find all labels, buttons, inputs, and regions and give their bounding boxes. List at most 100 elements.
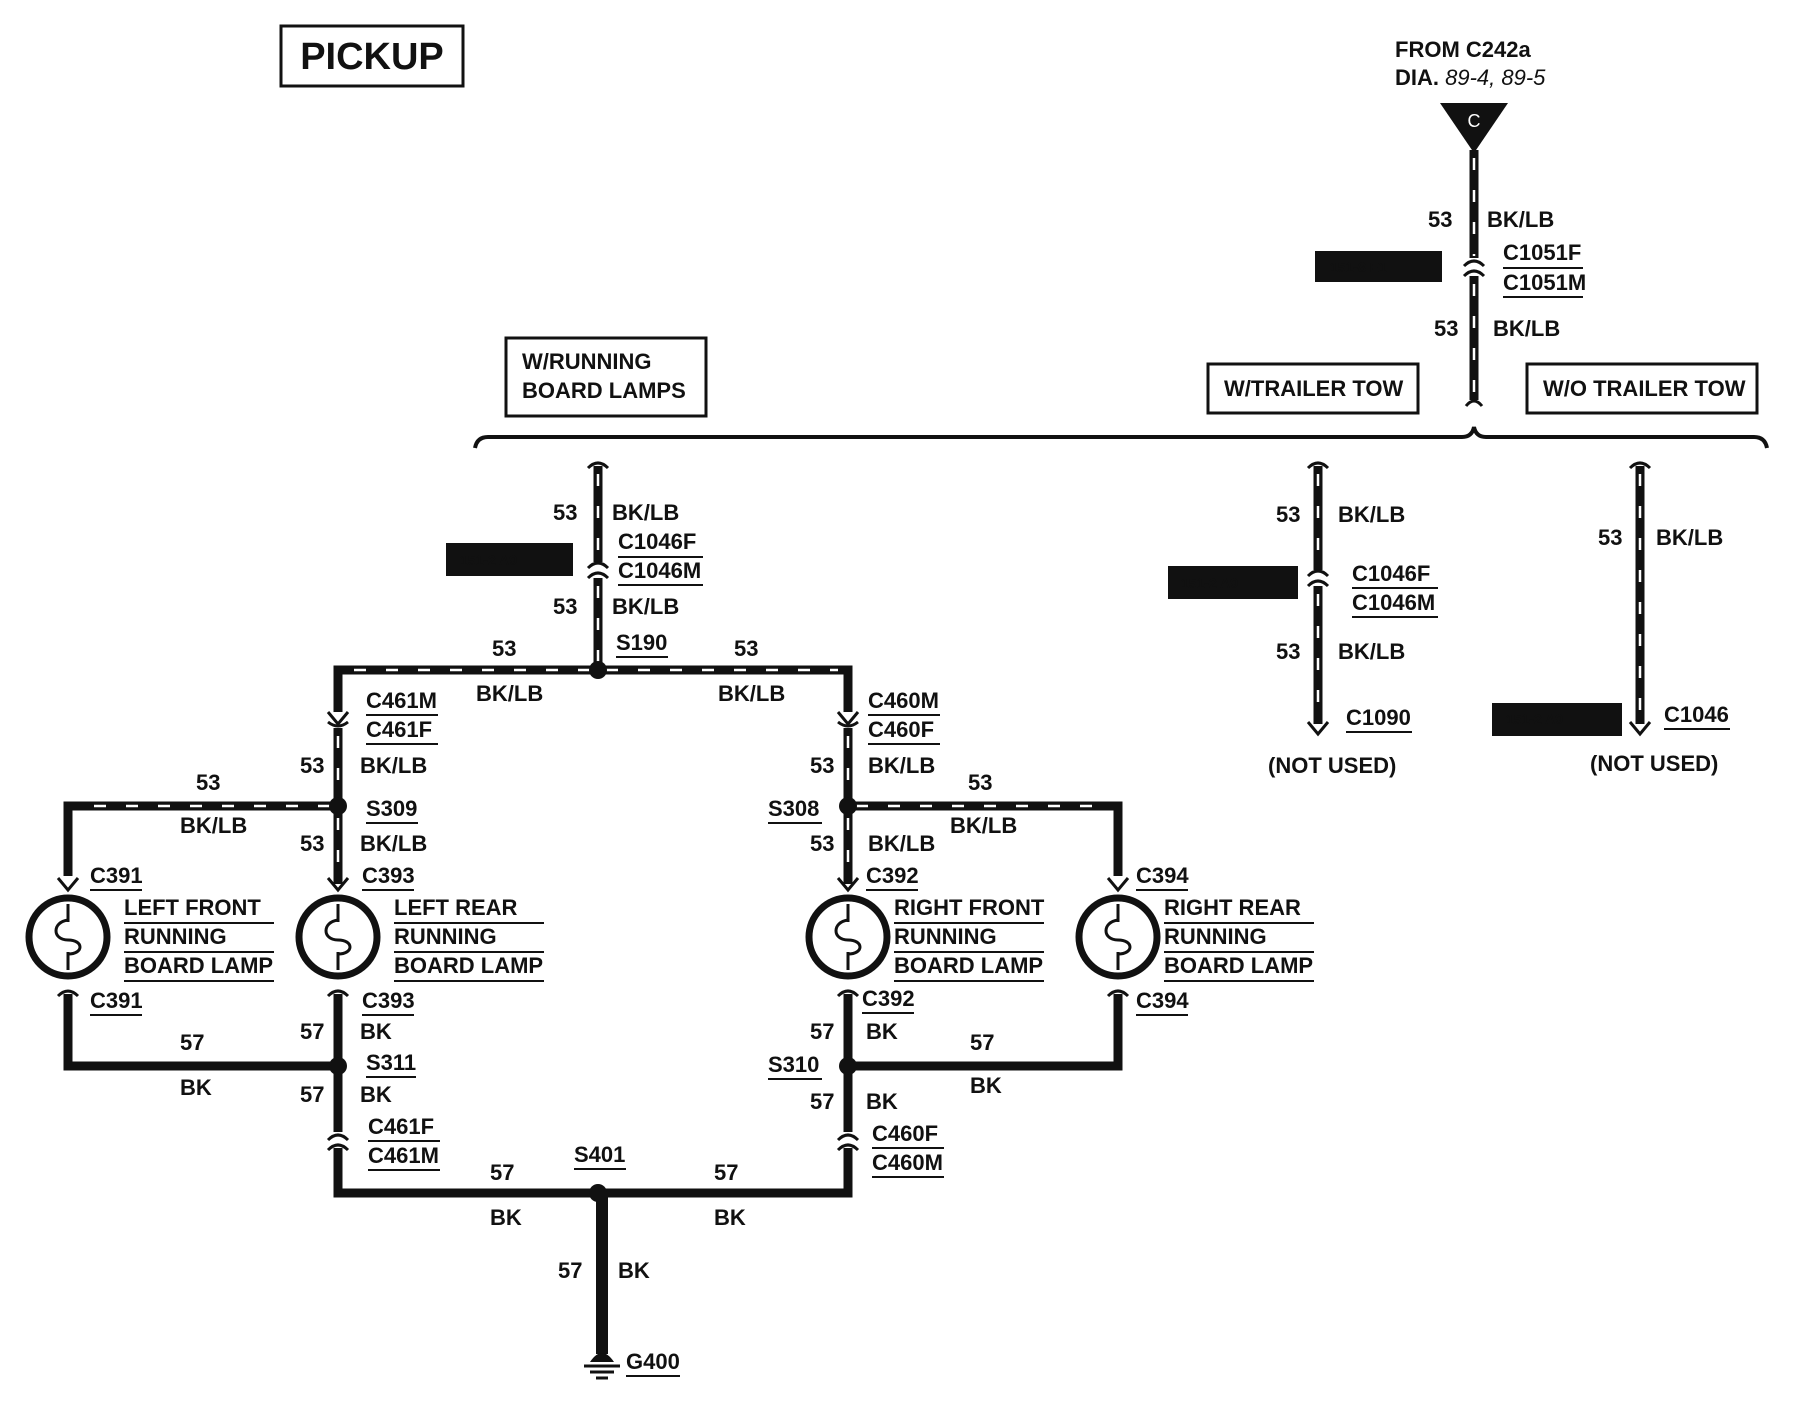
lr-ground-circuit-upper: 57 [300,1019,324,1044]
left-c461-color: BK/LB [360,753,427,778]
c392-lower-label: C392 [862,986,915,1011]
wire-s401-right [598,1148,853,1198]
c460f-upper-label: C460F [868,717,934,742]
ref-tag-c1046-main-label: 151-2 A9 [460,552,517,568]
right-c460-circuit: 53 [810,753,834,778]
feed-color-bottom: BK/LB [1493,316,1560,341]
splice-s311-label: S311 [366,1050,416,1075]
right-c460-color: BK/LB [868,753,935,778]
right-rear-lamp-icon [1075,877,1161,998]
ground-lead-color: BK [618,1258,650,1283]
source-label: FROM C242a [1395,37,1531,62]
ref-tag-c1046-main [446,543,573,576]
splice-s190-label: S190 [616,630,667,655]
rr-ground-color: BK [970,1073,1002,1098]
s309-down-circuit: 53 [300,831,324,856]
wire-s308-right-rear [848,801,1123,876]
connector-c-letter: C [1468,111,1481,131]
wire-left-front-ground [63,994,338,1071]
lf-ground-color: BK [180,1075,212,1100]
c460m-upper-label: C460M [868,688,939,713]
s401-left-circuit: 57 [490,1160,514,1185]
lr-ground-color-lower: BK [360,1082,392,1107]
lamp-label-left-front: LEFT FRONT RUNNING BOARD LAMP [124,895,274,982]
c1046f-main-label: C1046F [618,529,696,554]
s190-left-circuit: 53 [492,636,516,661]
s308-branch-circuit: 53 [968,770,992,795]
rb-circuit-53-top: 53 [553,500,577,525]
splice-s310-dot [839,1057,857,1075]
c392-upper-label: C392 [866,863,919,888]
option-no-trailer-tow-box [1525,362,1759,415]
ground-lead-circuit: 57 [558,1258,582,1283]
c461f-upper-label: C461F [366,717,432,742]
svg-text:RIGHT REAR: RIGHT REAR [1164,895,1301,920]
splice-s310-label: S310 [768,1052,819,1077]
s401-left-color: BK [490,1205,522,1230]
svg-text:BOARD LAMP: BOARD LAMP [124,953,273,978]
svg-text:RUNNING: RUNNING [1164,924,1267,949]
s190-left-color: BK/LB [476,681,543,706]
s309-branch-color: BK/LB [180,813,247,838]
c393-lower-label: C393 [362,988,415,1013]
lamp-label-right-rear: RIGHT REAR RUNNING BOARD LAMP [1164,895,1314,982]
ref-tag-c1046-trailer-label: 151-2 A9 [1181,575,1238,591]
left-c461-circuit: 53 [300,753,324,778]
ref-tag-c1046-trailer [1168,566,1298,599]
svg-text:RIGHT FRONT: RIGHT FRONT [894,895,1045,920]
lf-ground-circuit: 57 [180,1030,204,1055]
ref-tag-top-label: 151-8 E1 [1330,259,1387,275]
c461-lower-connector-icon [326,1133,350,1152]
ground-icon [584,1353,620,1380]
left-front-lamp-icon [25,877,111,998]
c1090-label: C1090 [1346,705,1411,730]
lamp-label-right-front: RIGHT FRONT RUNNING BOARD LAMP [894,895,1045,982]
c1046-label: C1046 [1664,702,1729,727]
c460m-lower-label: C460M [872,1150,943,1175]
feed-circuit-53-top: 53 [1428,207,1452,232]
connector-c-icon [1440,103,1508,153]
svg-text:LEFT REAR: LEFT REAR [394,895,518,920]
s190-right-color: BK/LB [718,681,785,706]
s309-down-color: BK/LB [360,831,427,856]
splice-s308-label: S308 [768,796,819,821]
no-trailer-color: BK/LB [1656,525,1723,550]
rf-ground-color-lower: BK [866,1089,898,1114]
title-box [279,24,465,88]
ground-label: G400 [626,1349,680,1374]
c461m-lower-label: C461M [368,1143,439,1168]
right-front-lamp-icon [805,877,891,998]
option-running-board-line2: BOARD LAMPS [522,378,686,403]
option-running-board-box [504,336,708,418]
c1046m-trailer-label: C1046M [1352,590,1435,615]
ref-tag-top [1315,251,1442,282]
c460f-lower-label: C460F [872,1121,938,1146]
s308-down-circuit: 53 [810,831,834,856]
option-trailer-tow-label: W/TRAILER TOW [1224,376,1403,401]
no-trailer-circuit: 53 [1598,525,1622,550]
trailer-color-top: BK/LB [1338,502,1405,527]
wire-s401-left [333,1148,598,1198]
c394-upper-label: C394 [1136,863,1189,888]
c391-upper-label: C391 [90,863,143,888]
trailer-not-used-label: (NOT USED) [1268,753,1396,778]
splice-s401-label: S401 [574,1142,625,1167]
c1051m-label: C1051M [1503,270,1586,295]
s401-right-circuit: 57 [714,1160,738,1185]
svg-text:LEFT FRONT: LEFT FRONT [124,895,261,920]
c391-lower-label: C391 [90,988,143,1013]
c1046f-trailer-label: C1046F [1352,561,1430,586]
ref-tag-c1046-no-trailer-label: 151-2 A9 [1506,711,1563,727]
s308-down-color: BK/LB [868,831,935,856]
splice-s190-dot [589,661,607,679]
rb-color-bottom: BK/LB [612,594,679,619]
option-no-trailer-tow-label: W/O TRAILER TOW [1543,376,1746,401]
lamp-label-left-rear: LEFT REAR RUNNING BOARD LAMP [394,895,544,982]
wire-s190-left [333,665,598,712]
s190-right-circuit: 53 [734,636,758,661]
rf-ground-circuit-upper: 57 [810,1019,834,1044]
s308-branch-color: BK/LB [950,813,1017,838]
c1051-connector-icon [1462,259,1486,278]
lr-ground-circuit-lower: 57 [300,1082,324,1107]
source-dia-label: DIA. 89-4, 89-5 [1395,65,1546,90]
